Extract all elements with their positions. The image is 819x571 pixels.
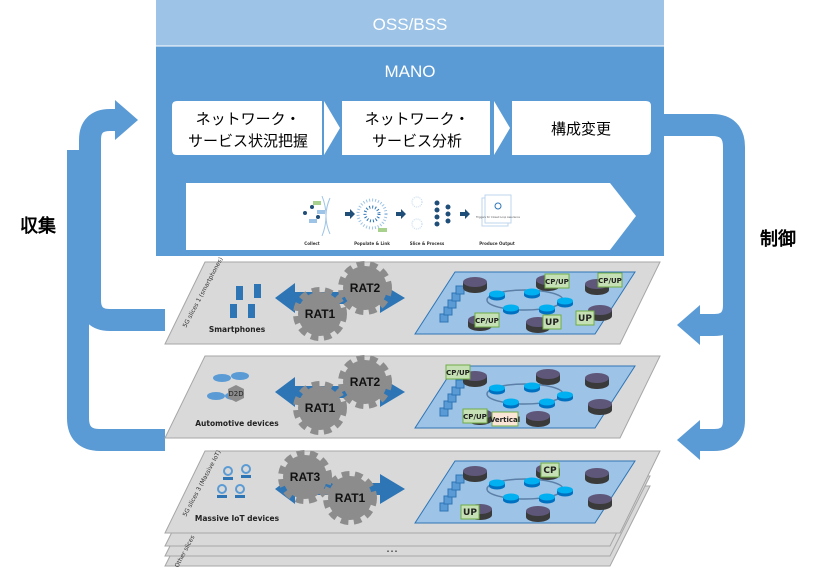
server-icon — [526, 506, 550, 522]
function-label: CP/UP — [446, 369, 470, 377]
network-function — [460, 504, 480, 520]
server-icon — [585, 373, 609, 389]
step-situation-awareness — [172, 101, 322, 155]
ellipsis: … — [386, 541, 398, 555]
gear-icon: RAT2 — [343, 266, 387, 310]
pipeline-arrow-icon — [345, 209, 355, 219]
network-function — [445, 364, 471, 380]
server-icon — [463, 466, 487, 482]
iot-device-icon — [217, 464, 251, 498]
rat-label: RAT3 — [290, 470, 321, 484]
stage-produce-output: Produce Output — [479, 241, 515, 246]
server-icon — [588, 399, 612, 415]
output-note: Triggers for Closed Loop Assurance — [476, 215, 520, 219]
step-1-line1: ネットワーク・ — [196, 110, 301, 128]
produce-output-icon — [481, 194, 512, 227]
function-label: CP/UP — [463, 413, 487, 421]
gear-icon: RAT1 — [328, 476, 372, 520]
function-label: UP — [578, 314, 592, 324]
rat-label: RAT1 — [305, 307, 336, 321]
step-config-change — [512, 101, 651, 155]
d2d-badge: D2D — [228, 390, 243, 398]
stage-slice-process: Slice & Process — [410, 241, 445, 246]
server-icon — [588, 494, 612, 510]
server-icon — [463, 277, 487, 293]
stage-collect: Collect — [304, 241, 320, 246]
network-function — [544, 273, 570, 289]
device-label: Automotive devices — [195, 419, 279, 428]
device-label: Massive IoT devices — [195, 514, 280, 523]
function-label: UP — [463, 508, 477, 518]
rat-label: RAT1 — [305, 401, 336, 415]
mano-label: MANO — [385, 62, 436, 81]
function-label: CP/UP — [475, 317, 499, 325]
control-arrow — [651, 114, 745, 336]
rat-label: RAT1 — [335, 491, 366, 505]
network-function — [462, 408, 488, 424]
step-1-line2: サービス状況把握 — [188, 132, 308, 150]
server-icon — [585, 468, 609, 484]
collect-arrow — [79, 109, 165, 331]
network-function — [597, 272, 623, 288]
function-label: UP — [545, 318, 559, 328]
rat-label: RAT2 — [350, 375, 381, 389]
gear-icon: RAT2 — [343, 360, 387, 404]
server-icon — [526, 411, 550, 427]
gear-icon: RAT1 — [298, 292, 342, 336]
function-label: CP/UP — [598, 277, 622, 285]
stage-populate-link: Populate & Link — [354, 241, 390, 246]
function-label: CP/UP — [545, 278, 569, 286]
vertical-function — [491, 411, 519, 427]
step-2-line2: サービス分析 — [372, 132, 462, 150]
slice-process-icon — [411, 196, 451, 230]
gear-icon: RAT1 — [298, 386, 342, 430]
oss-bss-band — [156, 0, 664, 46]
collect-label: 収集 — [20, 215, 57, 237]
step-2-line1: ネットワーク・ — [365, 110, 470, 128]
server-icon — [536, 369, 560, 385]
pipeline-panel — [186, 183, 636, 250]
gear-icon: RAT3 — [283, 455, 327, 499]
function-label: CP — [543, 466, 557, 476]
step-3-label: 構成変更 — [551, 120, 611, 138]
network-function — [575, 310, 595, 326]
step-analysis — [342, 101, 490, 155]
rat-label: RAT2 — [350, 281, 381, 295]
function-label: Vertical — [490, 416, 520, 424]
network-function — [474, 312, 500, 328]
smartphone-icon — [230, 284, 261, 318]
network-function — [540, 462, 560, 478]
control-label: 制御 — [760, 228, 796, 250]
network-function — [542, 314, 562, 330]
collect-icon — [303, 195, 331, 237]
oss-bss-label: OSS/BSS — [373, 15, 448, 34]
populate-link-icon — [356, 198, 388, 232]
slice-3: 5G slices 3 (Massive IoT)Massive IoT dev… — [164, 449, 661, 534]
device-label: Smartphones — [209, 325, 266, 334]
slice-1: 5G slices 1 (smartphones)SmartphonesRAT2… — [164, 256, 661, 345]
